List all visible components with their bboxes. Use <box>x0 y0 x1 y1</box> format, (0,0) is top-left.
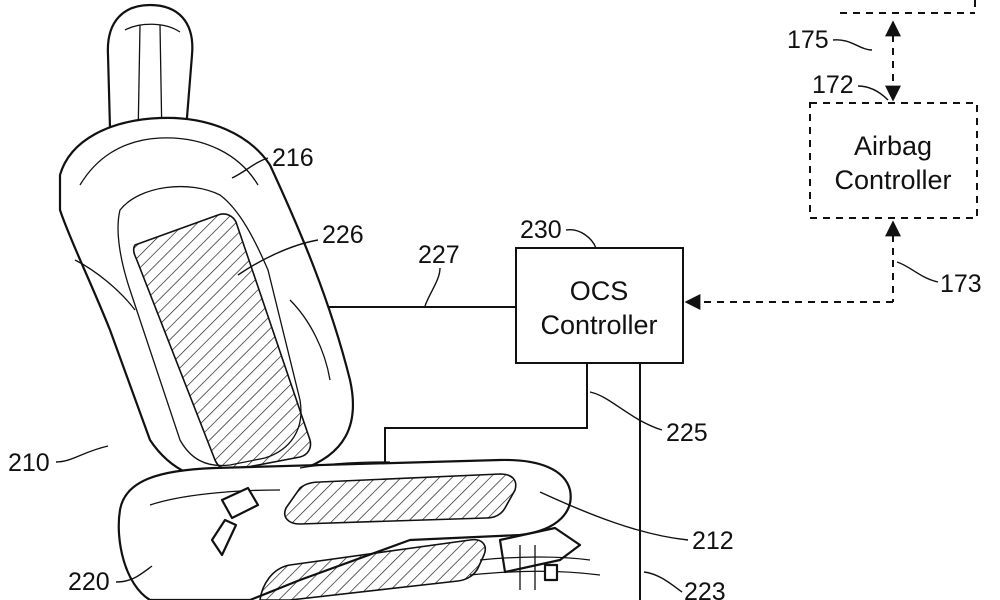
ref-210-label: 210 <box>8 449 50 477</box>
ocs-controller-line1: OCS <box>570 276 629 306</box>
link-173-arrow <box>686 222 893 302</box>
ref-226-label: 226 <box>322 221 364 249</box>
ref-175-label: 175 <box>787 26 829 54</box>
ref-173-label: 173 <box>940 270 982 298</box>
ref-175: 175 <box>787 26 872 54</box>
ocs-controller-line2: Controller <box>540 310 657 340</box>
airbag-controller-box: Airbag Controller <box>810 103 977 218</box>
ref-210: 210 <box>8 446 108 477</box>
ref-227: 227 <box>418 241 460 306</box>
vehicle-seat <box>60 5 600 600</box>
ref-230: 230 <box>520 216 596 248</box>
airbag-controller-line1: Airbag <box>854 131 932 161</box>
ref-225-label: 225 <box>666 419 708 447</box>
upper-dashed-box-edge <box>840 0 975 13</box>
ref-220-label: 220 <box>68 568 110 596</box>
ref-172-label: 172 <box>812 71 854 99</box>
airbag-controller-line2: Controller <box>834 165 951 195</box>
ref-230-label: 230 <box>520 216 562 244</box>
ref-223-label: 223 <box>684 578 726 600</box>
ref-227-label: 227 <box>418 241 460 269</box>
ref-173: 173 <box>897 262 982 298</box>
ref-212-label: 212 <box>692 527 734 555</box>
ref-225: 225 <box>590 392 708 447</box>
cushion-sensor <box>285 474 516 524</box>
ref-216-label: 216 <box>272 144 314 172</box>
ref-223: 223 <box>644 572 726 600</box>
ref-172: 172 <box>812 71 888 100</box>
wire-225 <box>385 363 587 475</box>
ocs-controller-box: OCS Controller <box>516 248 683 363</box>
